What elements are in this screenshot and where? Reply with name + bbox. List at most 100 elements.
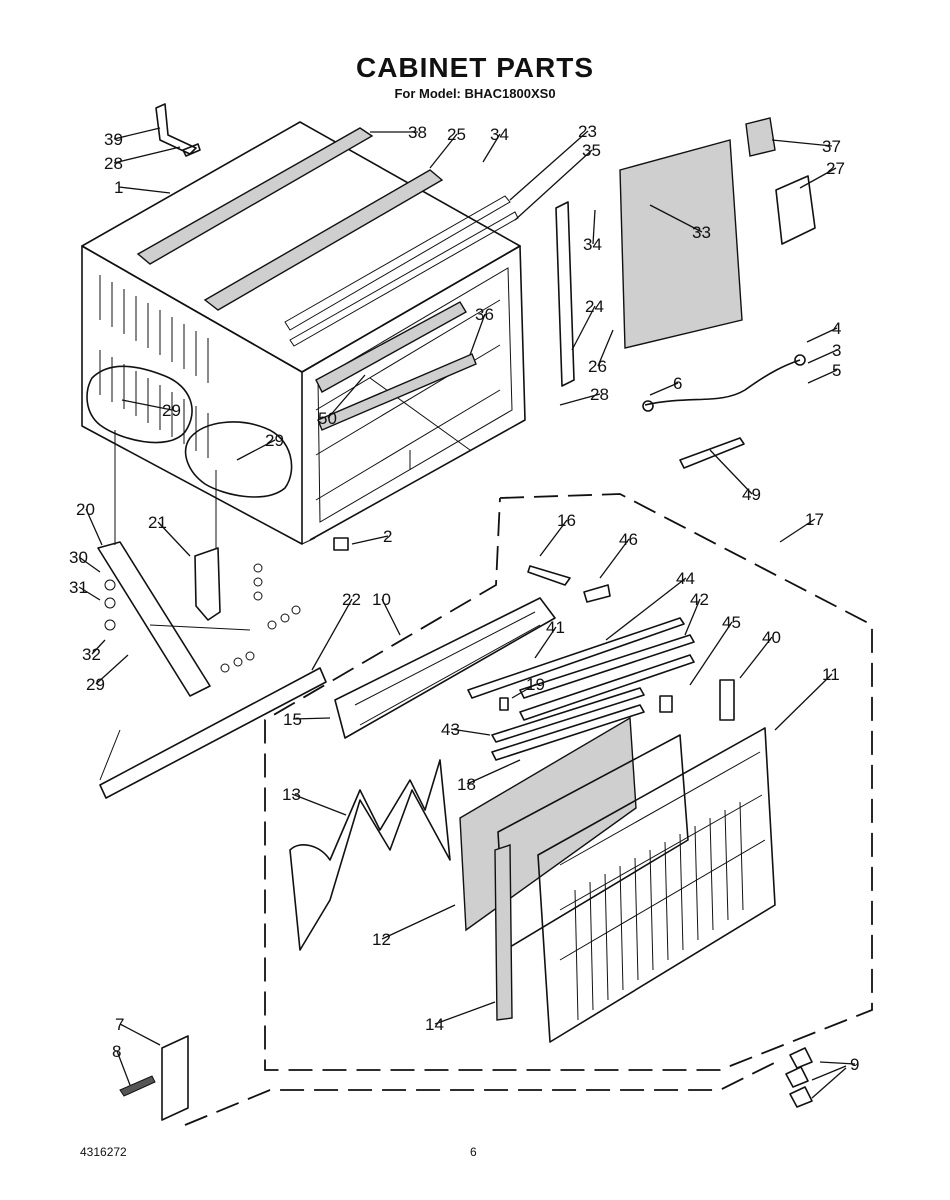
leader-c29b [236,439,276,461]
callout-c24: 24 [585,297,604,316]
callout-c22: 22 [342,590,361,609]
leader-c36 [469,313,486,356]
leader-c27 [799,167,837,189]
callout-c5: 5 [832,361,841,380]
leader-c49 [709,449,753,495]
heating-element-13 [289,759,451,951]
louver-42b [519,654,695,721]
callout-c4: 4 [832,319,841,338]
callout-c50: 50 [318,409,337,428]
callout-c23: 23 [578,122,597,141]
leader-c15 [292,717,331,720]
leader-c39 [113,127,161,140]
callout-c49: 49 [742,485,761,504]
callout-c14: 14 [425,1015,444,1034]
rail-23 [284,195,511,331]
lock-washer-3 [794,354,806,366]
louver-43b [491,704,645,761]
leader-c29a [121,399,173,411]
channel-24 [555,201,575,387]
leader-c42 [684,598,701,636]
callout-c42: 42 [690,590,709,609]
leader-c9b [811,1065,847,1081]
callout-c11: 11 [822,665,840,684]
callout-c31: 31 [69,578,88,597]
callout-c2: 2 [383,527,392,546]
leader-c30 [78,556,101,573]
louver-42a [519,634,695,699]
page-number: 6 [470,1145,477,1159]
control-housing-detail [354,611,541,726]
screw-pack-27 [775,175,816,245]
lever-16 [527,565,571,586]
hardware-washers [104,563,301,673]
callout-c40: 40 [762,628,781,647]
callout-c32: 32 [82,645,101,664]
leader-c32 [91,639,106,655]
panel-26 [619,139,743,349]
callout-c29c: 29 [86,675,105,694]
callout-c34a: 34 [490,125,509,144]
leader-c13 [291,793,347,816]
front-grille-11 [537,727,776,1043]
leader-c2 [351,535,389,545]
callout-c7: 7 [115,1015,124,1034]
leader-c4 [806,327,838,343]
callout-c17: 17 [805,510,824,529]
callout-c21: 21 [148,513,167,532]
callout-c28b: 28 [590,385,609,404]
latch-46 [583,584,611,603]
wire-terminal [642,400,654,412]
bracket-21 [194,547,221,621]
model-subtitle: For Model: BHAC1800XS0 [394,86,556,101]
callout-c46: 46 [619,530,638,549]
callout-c29a: 29 [162,401,181,420]
leader-c45 [689,621,733,686]
leader-c21 [157,521,191,557]
leader-c6 [649,382,679,396]
callout-c28a: 28 [104,154,123,173]
leader-c12 [381,904,456,940]
leader-c20 [85,508,103,546]
leader-c35 [514,149,593,221]
leader-c14 [434,1001,496,1025]
callout-c41: 41 [546,618,565,637]
page-title: CABINET PARTS [355,52,595,83]
callout-c44: 44 [676,569,695,588]
side-bracket-20 [97,541,211,697]
knobs-9 [785,1047,813,1108]
callout-c15: 15 [283,710,302,729]
leader-c5 [807,369,838,384]
leader-c37 [771,139,833,147]
callout-c43: 43 [441,720,460,739]
leader-c9 [819,1061,856,1065]
leader-c46 [599,538,630,579]
leader-c1 [118,186,171,194]
callout-c35: 35 [582,141,601,160]
leader-c50 [327,374,366,419]
cabinet-shell [81,121,526,545]
leader-c9c [811,1067,847,1099]
leader-c3 [807,349,838,364]
screw-8 [119,1075,156,1097]
document-number: 4316272 [80,1145,127,1159]
clip-45 [659,695,673,713]
clip-2 [333,537,349,551]
callout-c37: 37 [822,137,841,156]
gasket-14 [494,844,513,1021]
foam-strip-25 [203,169,444,311]
louver-44 [467,617,685,699]
front-assembly-boundary [264,493,873,1071]
callout-c33: 33 [692,223,711,242]
leader-c33 [649,204,703,233]
leader-c17 [779,518,816,543]
callout-c1: 1 [114,178,123,197]
assembly-lines-left [99,430,251,781]
bracket-7 [161,1035,189,1121]
callout-c36: 36 [475,305,494,324]
leader-c7 [119,1023,161,1046]
bracket-39 [155,103,197,155]
